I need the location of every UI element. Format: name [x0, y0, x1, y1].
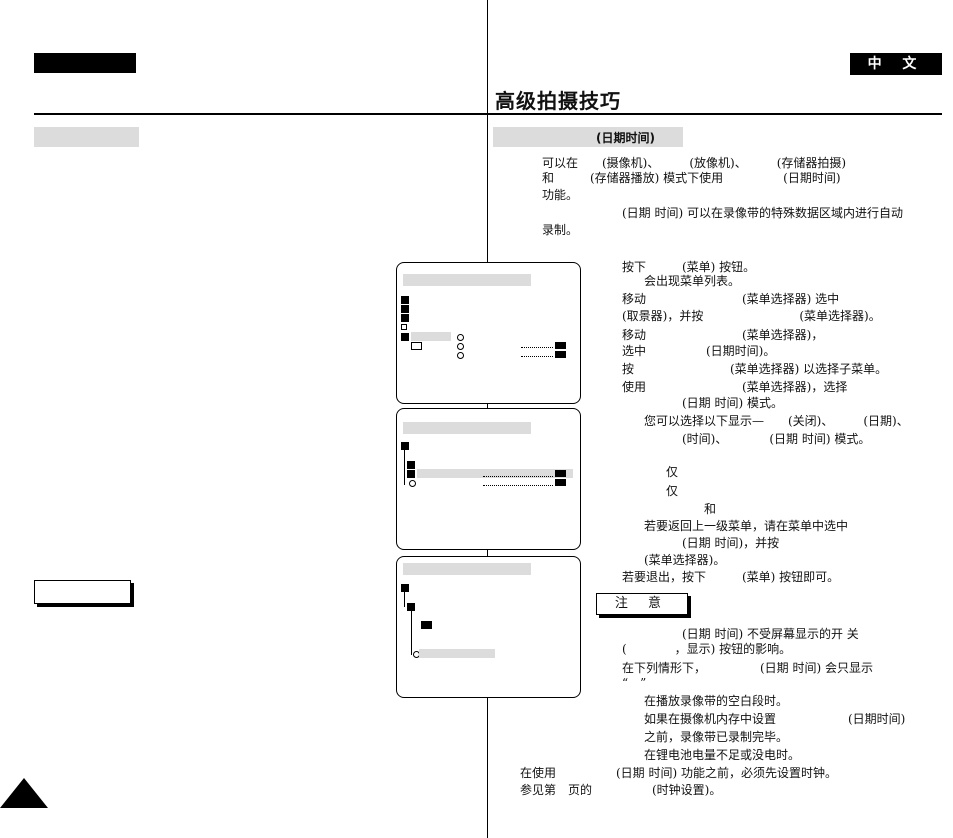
- language-tab: 中 文: [850, 53, 942, 75]
- header-rule: [34, 113, 942, 115]
- option-circle: [457, 352, 464, 359]
- right-note-label: 注 意: [596, 593, 688, 615]
- menu-screen-1: [396, 262, 581, 404]
- note-line-1: (日期 时间) 不受屏幕显示的开 关: [682, 627, 859, 641]
- note-line-9: 在使用 (日期 时间) 功能之前，必须先设置时钟。: [520, 766, 837, 780]
- option-circle: [457, 334, 464, 341]
- note-line-4: “ ”: [622, 676, 647, 690]
- tree-line: [411, 611, 412, 655]
- page-corner-triangle-icon: [0, 778, 48, 808]
- step-line-12: 仅: [666, 465, 679, 479]
- menu-highlight: [417, 469, 573, 478]
- note-line-10: 参见第 页的 (时钟设置)。: [520, 783, 722, 797]
- dotted-leader: [521, 347, 553, 348]
- step-line-16: (日期 时间)，并按: [682, 536, 780, 550]
- intro-line-4: (日期 时间) 可以在录像带的特殊数据区域内进行自动: [622, 206, 903, 220]
- section-gray-bar: [493, 127, 683, 147]
- note-line-7: 之前，录像带已录制完毕。: [644, 730, 789, 744]
- step-line-7: 按 (菜单选择器) 以选择子菜单。: [622, 362, 888, 376]
- note-line-3: 在下列情形下， (日期 时间) 会只显示: [622, 661, 873, 675]
- value-box: [555, 351, 566, 358]
- value-box: [555, 342, 566, 349]
- menu-icon: [401, 333, 409, 341]
- step-line-14: 和: [704, 502, 717, 516]
- step-line-13: 仅: [666, 484, 679, 498]
- menu-title-bar: [403, 563, 531, 575]
- note-line-6: 如果在摄像机内存中设置 (日期时间): [644, 712, 906, 726]
- menu-highlight: [419, 649, 495, 658]
- step-line-4: (取景器)，并按 (菜单选择器)。: [622, 309, 881, 323]
- dotted-leader: [483, 485, 553, 486]
- intro-line-1: 可以在 (摄像机)、 (放像机)、 (存储器拍摄): [542, 156, 847, 170]
- menu-icon: [401, 305, 409, 313]
- step-line-1: 按下 (菜单) 按钮。: [622, 260, 756, 274]
- note-line-5: 在播放录像带的空白段时。: [644, 694, 789, 708]
- tree-line: [404, 449, 405, 485]
- dotted-leader: [483, 476, 553, 477]
- menu-icon: [407, 470, 415, 478]
- tree-line: [404, 591, 405, 607]
- step-line-18: 若要退出，按下 (菜单) 按钮即可。: [622, 570, 840, 584]
- menu-title-bar: [403, 422, 531, 434]
- menu-title-bar: [403, 274, 531, 286]
- menu-screen-3: [396, 556, 581, 698]
- value-box: [555, 479, 566, 486]
- step-line-17: (菜单选择器)。: [644, 553, 726, 567]
- menu-icon: [401, 296, 409, 304]
- option-circle: [409, 480, 416, 487]
- note-line-2: ( ，显示) 按钮的影响。: [622, 642, 792, 656]
- menu-highlight: [411, 332, 451, 341]
- menu-icon: [401, 584, 409, 592]
- step-line-15: 若要返回上一级菜单，请在菜单中选中: [644, 519, 849, 533]
- dotted-leader: [521, 356, 553, 357]
- intro-line-3: 功能。: [542, 188, 579, 202]
- step-line-2: 会出现菜单列表。: [644, 274, 741, 288]
- left-section-gray-bar: [34, 127, 139, 147]
- menu-icon: [407, 603, 415, 611]
- note-line-8: 在锂电池电量不足或没电时。: [644, 748, 801, 762]
- left-note-box: [34, 580, 131, 604]
- viewfinder-icon: [411, 342, 422, 350]
- menu-icon: [407, 461, 415, 469]
- page-title: 高级拍摄技巧: [495, 89, 621, 113]
- intro-line-2: 和 (存储器播放) 模式下使用 (日期时间): [542, 171, 841, 185]
- step-line-8: 使用 (菜单选择器)，选择: [622, 380, 848, 394]
- left-page-black-tab: [34, 53, 136, 73]
- menu-icon: [401, 314, 409, 322]
- value-box: [421, 621, 432, 629]
- step-line-11: (时间)、 (日期 时间) 模式。: [682, 432, 871, 446]
- menu-screen-2: [396, 408, 581, 550]
- step-line-6: 选中 (日期时间)。: [622, 344, 776, 358]
- option-circle: [457, 343, 464, 350]
- step-line-9: (日期 时间) 模式。: [682, 396, 783, 410]
- step-line-3: 移动 (菜单选择器) 选中: [622, 292, 840, 306]
- intro-line-5: 录制。: [542, 223, 579, 237]
- value-box: [555, 470, 566, 477]
- step-line-5: 移动 (菜单选择器)，: [622, 328, 824, 342]
- menu-icon: [401, 442, 409, 450]
- section-heading: (日期时间): [596, 131, 655, 145]
- menu-icon: [401, 324, 407, 330]
- step-line-10: 您可以选择以下显示— (关闭)、 (日期)、: [644, 414, 909, 428]
